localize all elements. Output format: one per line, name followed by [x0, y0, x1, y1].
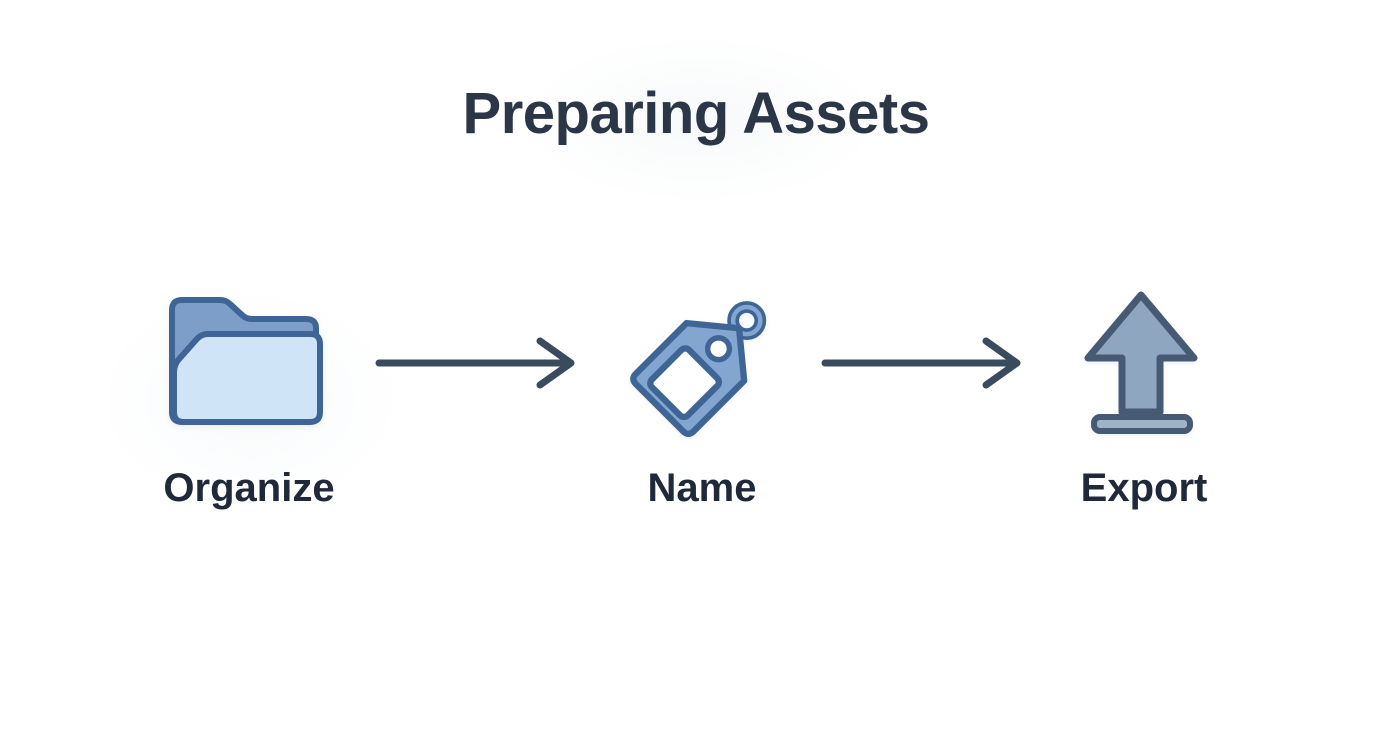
diagram-title: Preparing Assets: [462, 81, 930, 146]
step-label-organize: Organize: [163, 466, 335, 510]
step-label-export: Export: [1080, 466, 1208, 510]
folder-icon: [169, 297, 323, 425]
step-label-name: Name: [647, 466, 757, 510]
upload-arrow-icon: [1084, 291, 1198, 434]
right-arrow-icon: [821, 337, 1021, 389]
tag-icon: [630, 301, 767, 438]
right-arrow-icon: [375, 337, 575, 389]
